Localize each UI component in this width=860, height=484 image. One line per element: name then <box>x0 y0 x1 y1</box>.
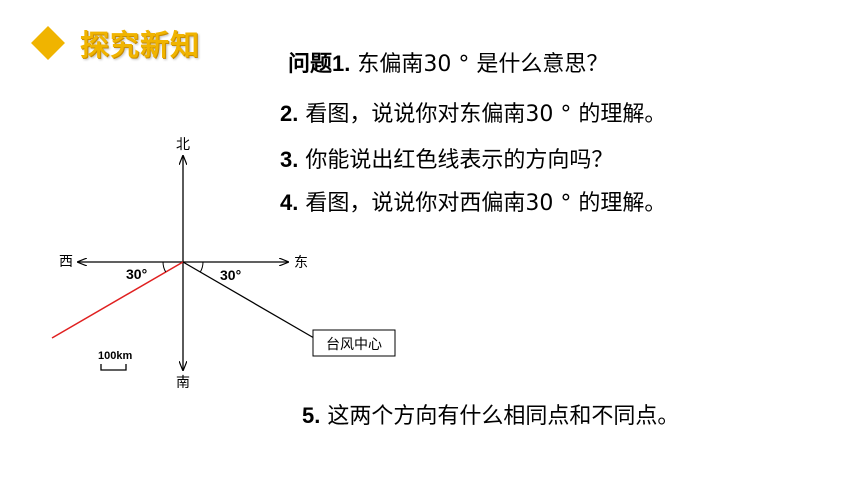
question-5: 5. 这两个方向有什么相同点和不同点。 <box>302 398 679 430</box>
typhoon-direction-line <box>182 261 315 339</box>
east-angle-label: 30° <box>220 267 241 283</box>
question-4-text: 看图，说说你对西偏南30 ° 的理解。 <box>298 191 667 216</box>
question-1: 问题1. 东偏南30 ° 是什么意思？ <box>288 46 608 78</box>
typhoon-center-box <box>312 329 396 357</box>
west-angle-arc <box>162 261 167 273</box>
question-4-number: 4. <box>280 190 299 215</box>
question-2-text: 看图，说说你对东偏南30 ° 的理解。 <box>298 102 667 127</box>
west-label: 西 <box>59 254 73 270</box>
question-1-number: 问题1. <box>288 51 351 76</box>
scale-bar <box>100 364 127 371</box>
question-5-number: 5. <box>302 403 321 428</box>
red-direction-line <box>51 261 184 339</box>
question-3: 3. 你能说出红色线表示的方向吗？ <box>280 142 613 174</box>
question-5-text: 这两个方向有什么相同点和不同点。 <box>320 404 680 429</box>
east-angle-arc <box>199 261 204 273</box>
question-2: 2. 看图，说说你对东偏南30 ° 的理解。 <box>280 96 666 128</box>
south-label: 南 <box>176 375 190 391</box>
question-2-number: 2. <box>280 101 299 126</box>
question-4: 4. 看图，说说你对西偏南30 ° 的理解。 <box>280 185 666 217</box>
east-label: 东 <box>294 255 308 271</box>
question-1-text: 东偏南30 ° 是什么意思？ <box>350 52 609 77</box>
typhoon-center-label: 台风中心 <box>326 337 382 353</box>
north-label: 北 <box>176 137 190 153</box>
question-3-number: 3. <box>280 147 299 172</box>
section-header: 探究新知 <box>28 22 200 64</box>
scale-label: 100km <box>98 350 132 362</box>
west-angle-label: 30° <box>126 266 147 282</box>
question-3-text: 你能说出红色线表示的方向吗？ <box>298 148 614 173</box>
section-title: 探究新知 <box>80 28 201 62</box>
